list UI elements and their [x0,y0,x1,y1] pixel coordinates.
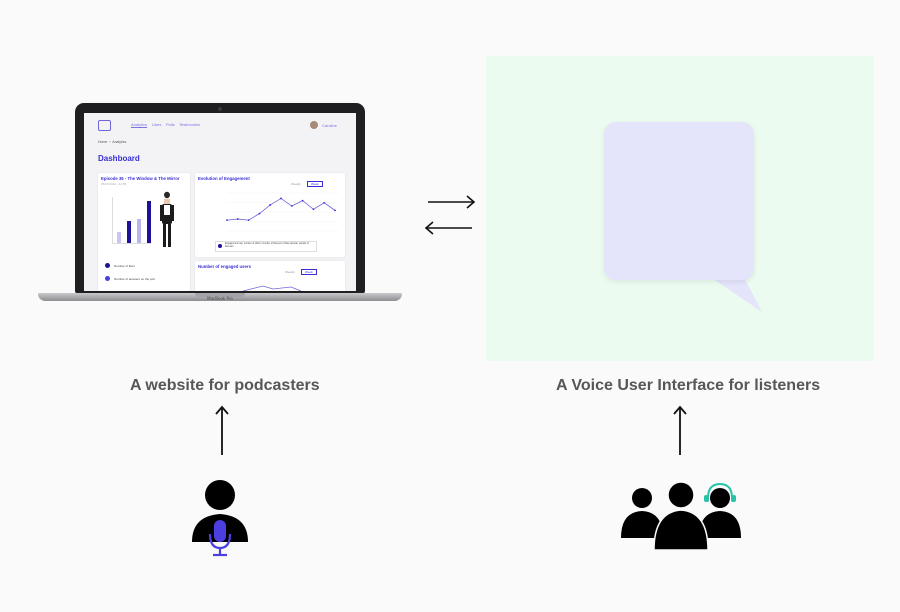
dashboard-topbar: Analytics Likes Polls Testimonies Caroli… [84,113,356,135]
engagement-title: Evolution of Engagement [198,176,250,181]
caption-voice-interface: A Voice User Interface for listeners [556,377,821,394]
engagement-point [312,208,315,211]
week-toggle-button[interactable]: Week [301,269,317,275]
engagement-point [280,197,282,200]
legend-poll-answers: Number of answers on the poll [114,277,155,281]
episode-bar [127,221,131,243]
speech-bubble-tail [700,270,762,312]
person-illustration [160,191,174,247]
user-name[interactable]: Caroline [322,123,337,128]
episode-card: Episode 36 - The Window & The Mirror 25/… [98,173,190,291]
caption-website: A website for podcasters [130,377,320,394]
group-of-listeners-icon [621,481,741,551]
laptop-base [38,293,402,301]
engagement-point [247,219,250,222]
week-toggle-button[interactable]: Week [307,181,323,187]
legend-dot [105,276,110,281]
page-title: Dashboard [98,154,140,163]
laptop-brand-label: MacBook Pro [207,296,233,301]
arrow-up-icon [673,405,687,455]
episode-bar [117,232,121,243]
breadcrumb-separator: › [108,140,112,144]
nav-item-analytics[interactable]: Analytics [131,122,148,127]
breadcrumb-current: Analytics [112,140,127,144]
arrow-up-icon [215,405,229,455]
episode-bar [147,201,151,243]
nav-item-likes[interactable]: Likes [152,122,162,127]
engagement-point [323,201,326,204]
engagement-point [236,218,239,220]
engagement-legend-text: Engagement rate: number of clicks / numb… [225,243,309,248]
legend-likes: Number of likes [114,264,135,268]
episode-bar-chart [112,197,151,244]
engagement-card: Evolution of Engagement Weekly Week Enga… [195,173,345,257]
app-logo-icon[interactable] [98,120,111,131]
engaged-users-title: Number of engaged users [198,264,252,269]
speech-bubble [604,122,754,280]
engagement-point [258,212,261,215]
engagement-point [269,204,272,206]
laptop-notch [195,293,245,297]
breadcrumb-home[interactable]: Home [98,140,108,144]
podcaster-with-microphone-icon [192,480,248,557]
engagement-line-chart [226,192,339,232]
nav-item-polls[interactable]: Polls [166,122,175,127]
laptop-lid: Analytics Likes Polls Testimonies Caroli… [75,103,365,293]
avatar[interactable] [310,121,318,129]
engagement-line [226,197,336,221]
episode-date: 25/07/2022 - 44:55 [101,182,127,186]
weekly-label: Weekly [291,182,301,186]
engaged-users-line-chart [242,285,302,291]
weekly-label: Weekly [285,270,295,274]
bidirectional-arrows-icon [424,195,476,235]
legend-dot [218,244,222,248]
engagement-point [334,209,336,212]
breadcrumb: Home › Analytics [98,140,126,144]
legend-dot [105,263,110,268]
episode-title: Episode 36 - The Window & The Mirror [101,176,180,181]
engagement-point [226,219,228,222]
episode-bar [137,218,141,243]
engagement-point [301,199,304,202]
dashboard-screen: Analytics Likes Polls Testimonies Caroli… [84,113,356,291]
laptop-mockup: Analytics Likes Polls Testimonies Caroli… [38,103,402,309]
nav-item-testimonies[interactable]: Testimonies [179,122,201,127]
camera-icon [218,107,222,111]
engaged-users-card: Number of engaged users Weekly Week [195,261,345,291]
engagement-point [290,205,293,207]
engagement-legend-box: Engagement rate: number of clicks / numb… [215,241,317,252]
